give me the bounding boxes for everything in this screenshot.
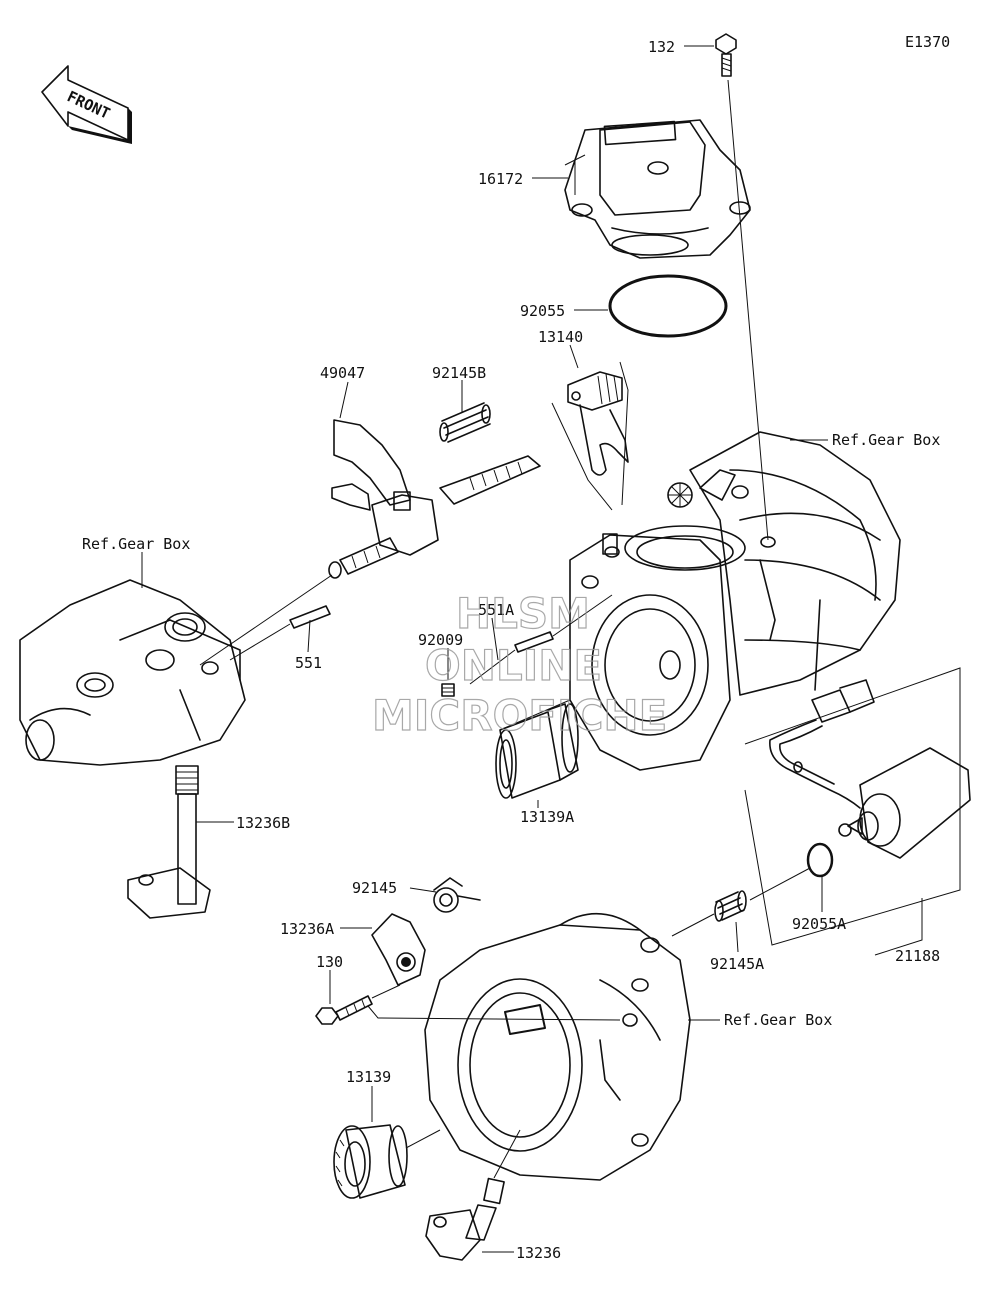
label-49047: 49047: [320, 364, 365, 382]
part-13140-shift-fork[interactable]: [567, 371, 629, 476]
part-13139a-sleeve[interactable]: [495, 703, 579, 799]
part-21188-motor[interactable]: [769, 679, 971, 859]
part-21188-box: [744, 667, 961, 946]
label-132: 132: [648, 38, 675, 56]
label-16172: 16172: [478, 170, 523, 188]
shift-shaft[interactable]: [328, 455, 541, 579]
part-13236-shaft[interactable]: [425, 1177, 505, 1261]
part-132-bolt[interactable]: [715, 33, 737, 77]
label-92145a: 92145A: [710, 955, 764, 973]
lower-gear-box: [424, 912, 691, 1181]
label-92009: 92009: [418, 631, 463, 649]
left-gear-box: [19, 579, 246, 766]
watermark-line-2: ONLINE: [425, 641, 602, 690]
label-13236a: 13236A: [280, 920, 334, 938]
watermark: HLSM ONLINE MICROFICHE: [371, 588, 667, 740]
part-551a-pin[interactable]: [514, 631, 554, 653]
part-16172-sensor[interactable]: [564, 119, 751, 259]
label-ref-gear-box-3: Ref.Gear Box: [724, 1011, 832, 1029]
part-92009-screw[interactable]: [441, 683, 455, 697]
label-92145b: 92145B: [432, 364, 486, 382]
part-92055-o-ring[interactable]: [608, 274, 728, 338]
part-551-pin[interactable]: [289, 605, 331, 629]
watermark-line-3: MICROFICHE: [372, 691, 667, 740]
gear-box-housing: [569, 431, 901, 771]
label-ref-gear-box-2: Ref.Gear Box: [82, 535, 190, 553]
part-49047-shift-fork[interactable]: [331, 419, 439, 556]
part-13236b-shaft[interactable]: [127, 765, 211, 919]
label-92145: 92145: [352, 879, 397, 897]
label-13236: 13236: [516, 1244, 561, 1262]
label-130: 130: [316, 953, 343, 971]
label-21188: 21188: [895, 947, 940, 965]
part-13236a-lever[interactable]: [371, 913, 426, 986]
part-13139-coupling[interactable]: [333, 1124, 408, 1199]
label-92055a: 92055A: [792, 915, 846, 933]
label-13140: 13140: [538, 328, 583, 346]
watermark-line-1: HLSM: [456, 589, 590, 638]
label-551a: 551A: [478, 601, 514, 619]
label-13139a: 13139A: [520, 808, 574, 826]
label-ref-gear-box-1: Ref.Gear Box: [832, 431, 940, 449]
part-130-bolt[interactable]: [315, 995, 373, 1025]
front-label: FRONT: [64, 87, 113, 122]
front-arrow-icon: FRONT: [41, 65, 132, 144]
label-13236b: 13236B: [236, 814, 290, 832]
diagram-code: E1370: [905, 33, 950, 51]
label-92055: 92055: [520, 302, 565, 320]
part-92145-spring[interactable]: [433, 877, 481, 913]
label-13139: 13139: [346, 1068, 391, 1086]
part-92055a-o-ring[interactable]: [806, 842, 834, 878]
part-92145b-spring[interactable]: [439, 402, 491, 443]
part-92145a-spring[interactable]: [714, 890, 747, 922]
label-551: 551: [295, 654, 322, 672]
